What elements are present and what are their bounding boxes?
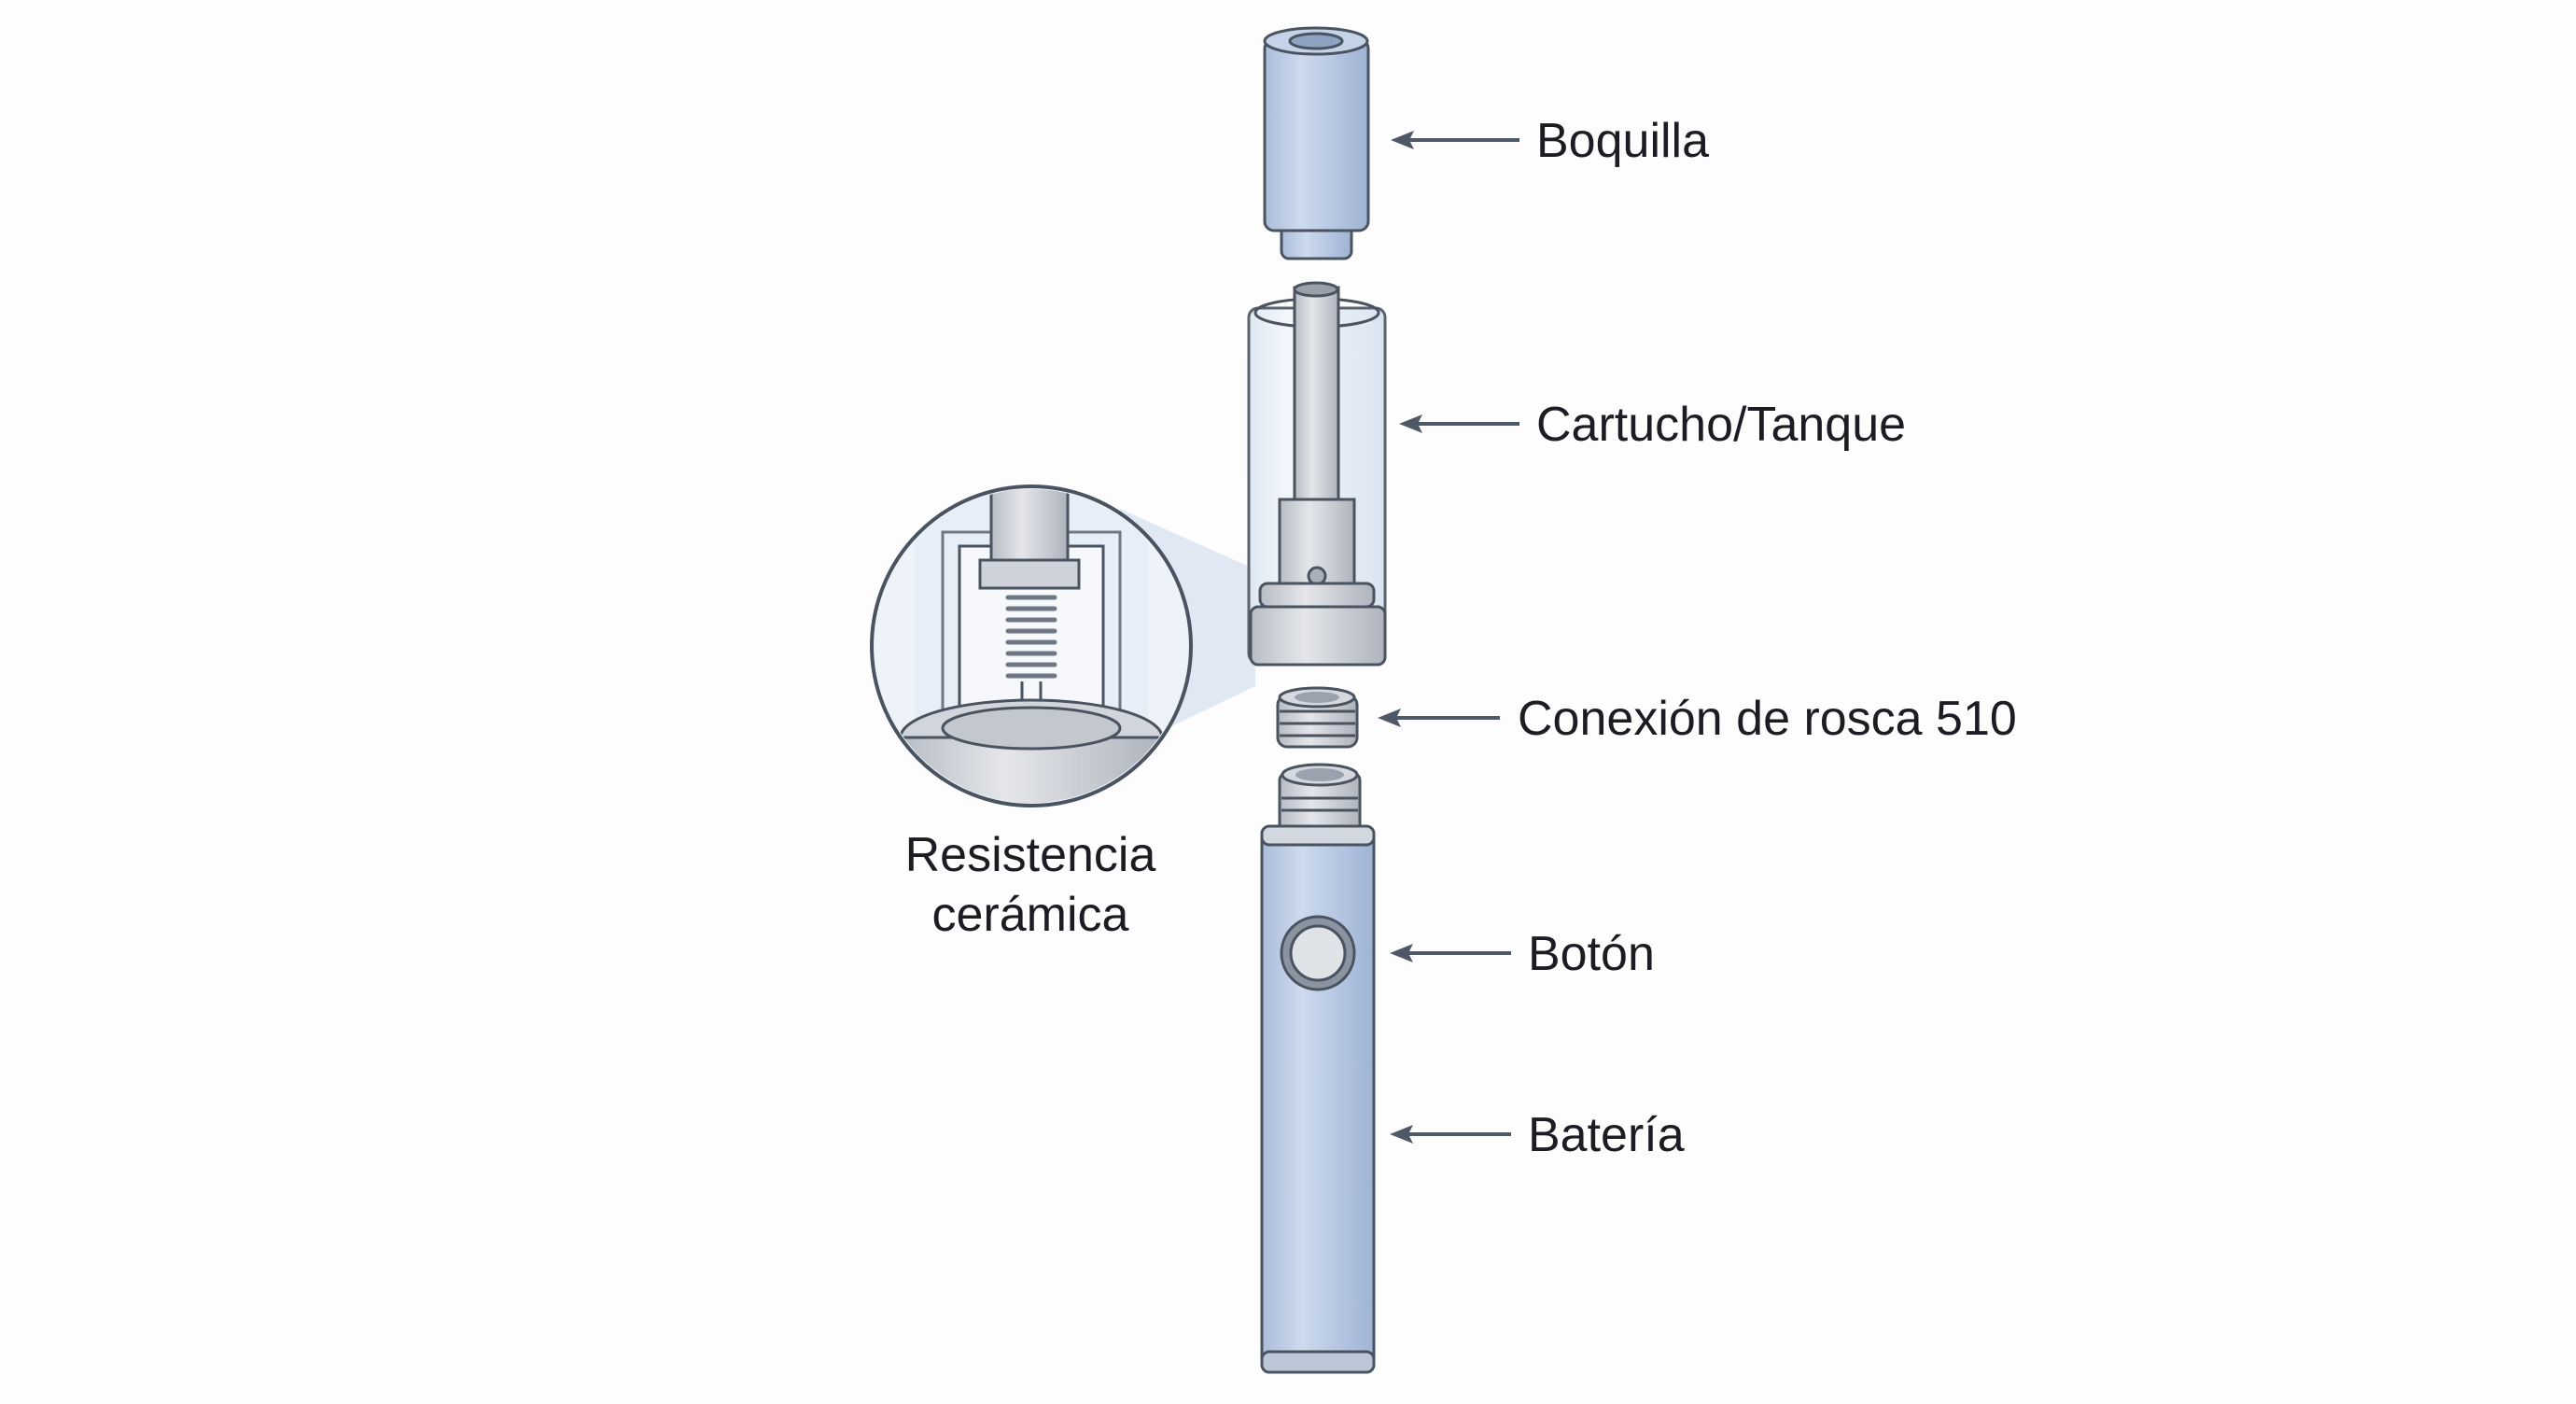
battery [1260, 763, 1376, 1374]
arrow-battery [1390, 1125, 1511, 1144]
cartridge-tank [1247, 281, 1387, 667]
arrow-button [1390, 944, 1511, 962]
threaded-connector-510 [1276, 686, 1359, 749]
label-battery: Batería [1528, 1108, 1685, 1162]
ceramic-coil-inset [870, 484, 1193, 807]
arrow-mouthpiece [1391, 131, 1519, 149]
label-button: Botón [1528, 927, 1655, 981]
fire-button [1280, 915, 1356, 991]
arrow-tank [1399, 414, 1519, 433]
label-coil-line2: cerámica [932, 888, 1129, 942]
label-mouthpiece: Boquilla [1536, 114, 1709, 168]
mouthpiece [1263, 26, 1370, 260]
label-coil-line1: Resistencia [905, 828, 1156, 882]
label-connector: Conexión de rosca 510 [1518, 692, 2017, 746]
label-tank: Cartucho/Tanque [1536, 398, 1906, 452]
arrow-connector [1378, 709, 1500, 727]
